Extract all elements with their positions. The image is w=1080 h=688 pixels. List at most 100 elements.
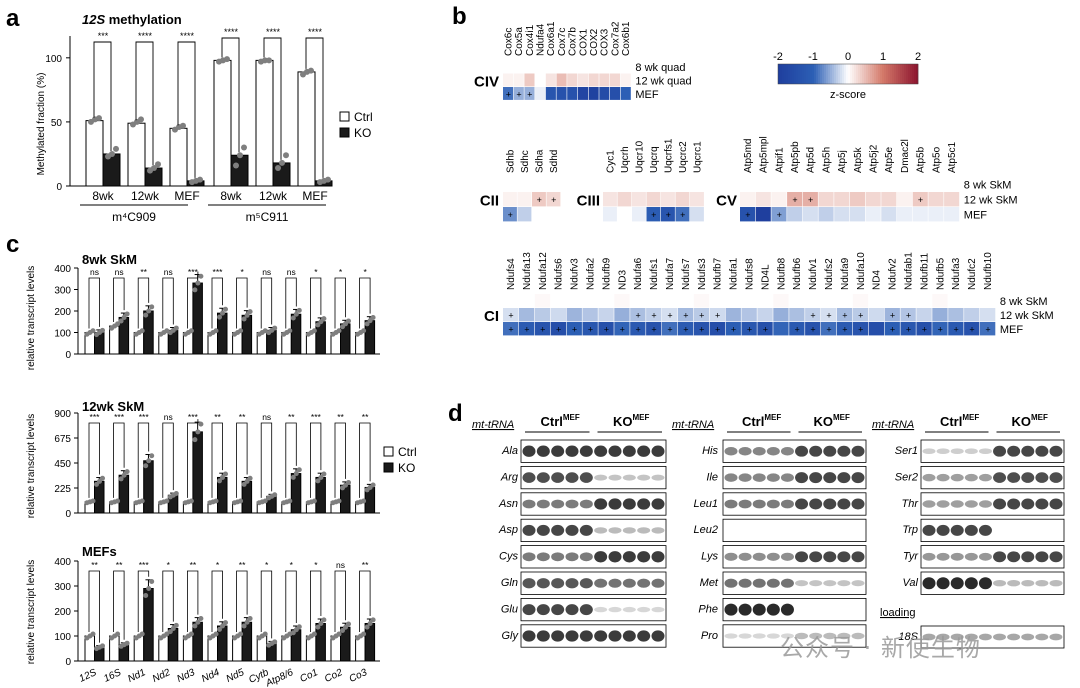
- ci-cell: [614, 322, 630, 336]
- blot-band: [579, 499, 593, 509]
- ci-sig-plus: +: [922, 325, 927, 335]
- panel-a-legend-ko: KO: [354, 126, 371, 140]
- ci-col-label: Ndufa10: [856, 252, 867, 290]
- colorbar-segment: [812, 64, 815, 84]
- colorbar-segment: [852, 64, 855, 84]
- ciii-cell: [690, 207, 704, 222]
- panel-c-sig-label: **: [140, 267, 147, 277]
- cv-sig-plus: +: [808, 195, 813, 205]
- blot-band: [950, 500, 964, 508]
- blot-band: [594, 578, 608, 588]
- ci-col-label: Ndufs2: [824, 258, 835, 290]
- ci-cell: [789, 322, 805, 336]
- colorbar-segment: [840, 64, 843, 84]
- colorbar-tick-label: -1: [808, 51, 818, 63]
- panel-c-sig-bracket: [285, 570, 297, 632]
- ci-cell: [630, 308, 646, 322]
- panel-c-dot: [146, 458, 152, 464]
- blot-band: [780, 499, 794, 509]
- panel-c-sig-label: ***: [188, 267, 199, 277]
- colorbar-segment: [800, 64, 803, 84]
- ci-cell: [836, 308, 853, 322]
- blot-band: [637, 474, 651, 481]
- ci-sig-plus: +: [508, 311, 513, 321]
- ci-cell: [964, 308, 980, 322]
- blot-band: [608, 445, 622, 457]
- colorbar-segment: [882, 64, 885, 84]
- panel-c-dot: [118, 476, 124, 482]
- ci-sig-plus: +: [842, 311, 847, 321]
- panel-c-sig-label: *: [290, 560, 294, 570]
- ci-cell: [566, 294, 582, 308]
- panel-a-dot: [279, 159, 285, 166]
- ciii-col-label: Uqcrh: [620, 146, 631, 173]
- panel-c-sig-bracket: [162, 277, 174, 329]
- civ-label: CIV: [474, 73, 499, 90]
- panel-c-dot: [173, 622, 179, 628]
- ci-cell: [836, 294, 853, 308]
- ciii-col-label: Uqcrfs1: [663, 138, 674, 173]
- blot-band: [738, 473, 752, 482]
- panel-c-dot: [290, 474, 296, 480]
- cv-cell: [928, 207, 944, 222]
- blot-band: [766, 473, 780, 482]
- panel-c-dot: [293, 471, 299, 477]
- panel-c-dot: [139, 328, 145, 334]
- panel-c-dot: [94, 481, 99, 487]
- blot-label-val: Val: [903, 577, 919, 589]
- panel-a-ytick-label: 0: [56, 182, 62, 193]
- panel-c-dot: [241, 316, 247, 322]
- panel-a-dot: [138, 116, 144, 123]
- panel-c-dot: [296, 467, 302, 473]
- panel-c-dot: [290, 315, 296, 321]
- panel-a-sig-bracket: [221, 37, 240, 153]
- colorbar-segment: [896, 64, 899, 84]
- cv-cell: [881, 207, 897, 222]
- watermark-text: 公众号 · 新使生物: [780, 634, 981, 662]
- blot-band: [809, 632, 823, 640]
- civ-cell: [567, 73, 578, 87]
- panel-c-sig-bracket: [88, 277, 100, 329]
- cv-cell: [787, 177, 803, 192]
- blot-band: [837, 632, 851, 640]
- ci-cell: [677, 322, 694, 336]
- ci-sig-plus: +: [620, 325, 625, 335]
- ci-sig-plus: +: [683, 311, 688, 321]
- civ-sig-plus: +: [516, 89, 521, 99]
- civ-cell: [545, 87, 556, 100]
- panel-a-dot: [237, 152, 243, 159]
- panel-c-legend-ctrl-swatch: [383, 446, 394, 457]
- ci-cell: [980, 294, 996, 308]
- blot-band: [1007, 580, 1021, 587]
- panel-c-sig-label: ns: [262, 267, 271, 277]
- blot-band: [637, 498, 651, 510]
- blot-band: [823, 472, 837, 484]
- blot-band: [780, 578, 794, 588]
- panel-c-ytick-label: 0: [65, 509, 71, 520]
- blot-lane-lys: [722, 545, 867, 569]
- panel-c-sig-label: **: [214, 412, 221, 422]
- blot-band: [738, 552, 752, 561]
- ciii-cell: [646, 192, 661, 207]
- blot-band: [622, 578, 636, 588]
- panel-c-dot: [321, 471, 327, 477]
- blot-band: [780, 633, 794, 639]
- panel-a-title-italic: 12S: [82, 12, 105, 27]
- panel-c-sig-bracket: [334, 570, 346, 632]
- cv-sig-plus: +: [745, 210, 750, 220]
- panel-c-dot: [173, 325, 179, 331]
- blot-band: [522, 472, 536, 483]
- ciii-cell: [675, 207, 690, 222]
- panel-c-ytick-label: 100: [54, 329, 71, 340]
- panel-c-dot: [149, 579, 155, 585]
- ciii-label: CIII: [577, 193, 600, 210]
- panel-c-dot: [143, 592, 149, 598]
- panel-c-dot: [213, 498, 219, 504]
- colorbar-segment: [874, 64, 877, 84]
- blot-band: [637, 606, 651, 613]
- blot-band: [936, 633, 950, 641]
- ci-sig-plus: +: [969, 325, 974, 335]
- panel-c-dot: [272, 639, 278, 645]
- panel-c-dot: [364, 321, 370, 327]
- blot-band: [738, 446, 752, 456]
